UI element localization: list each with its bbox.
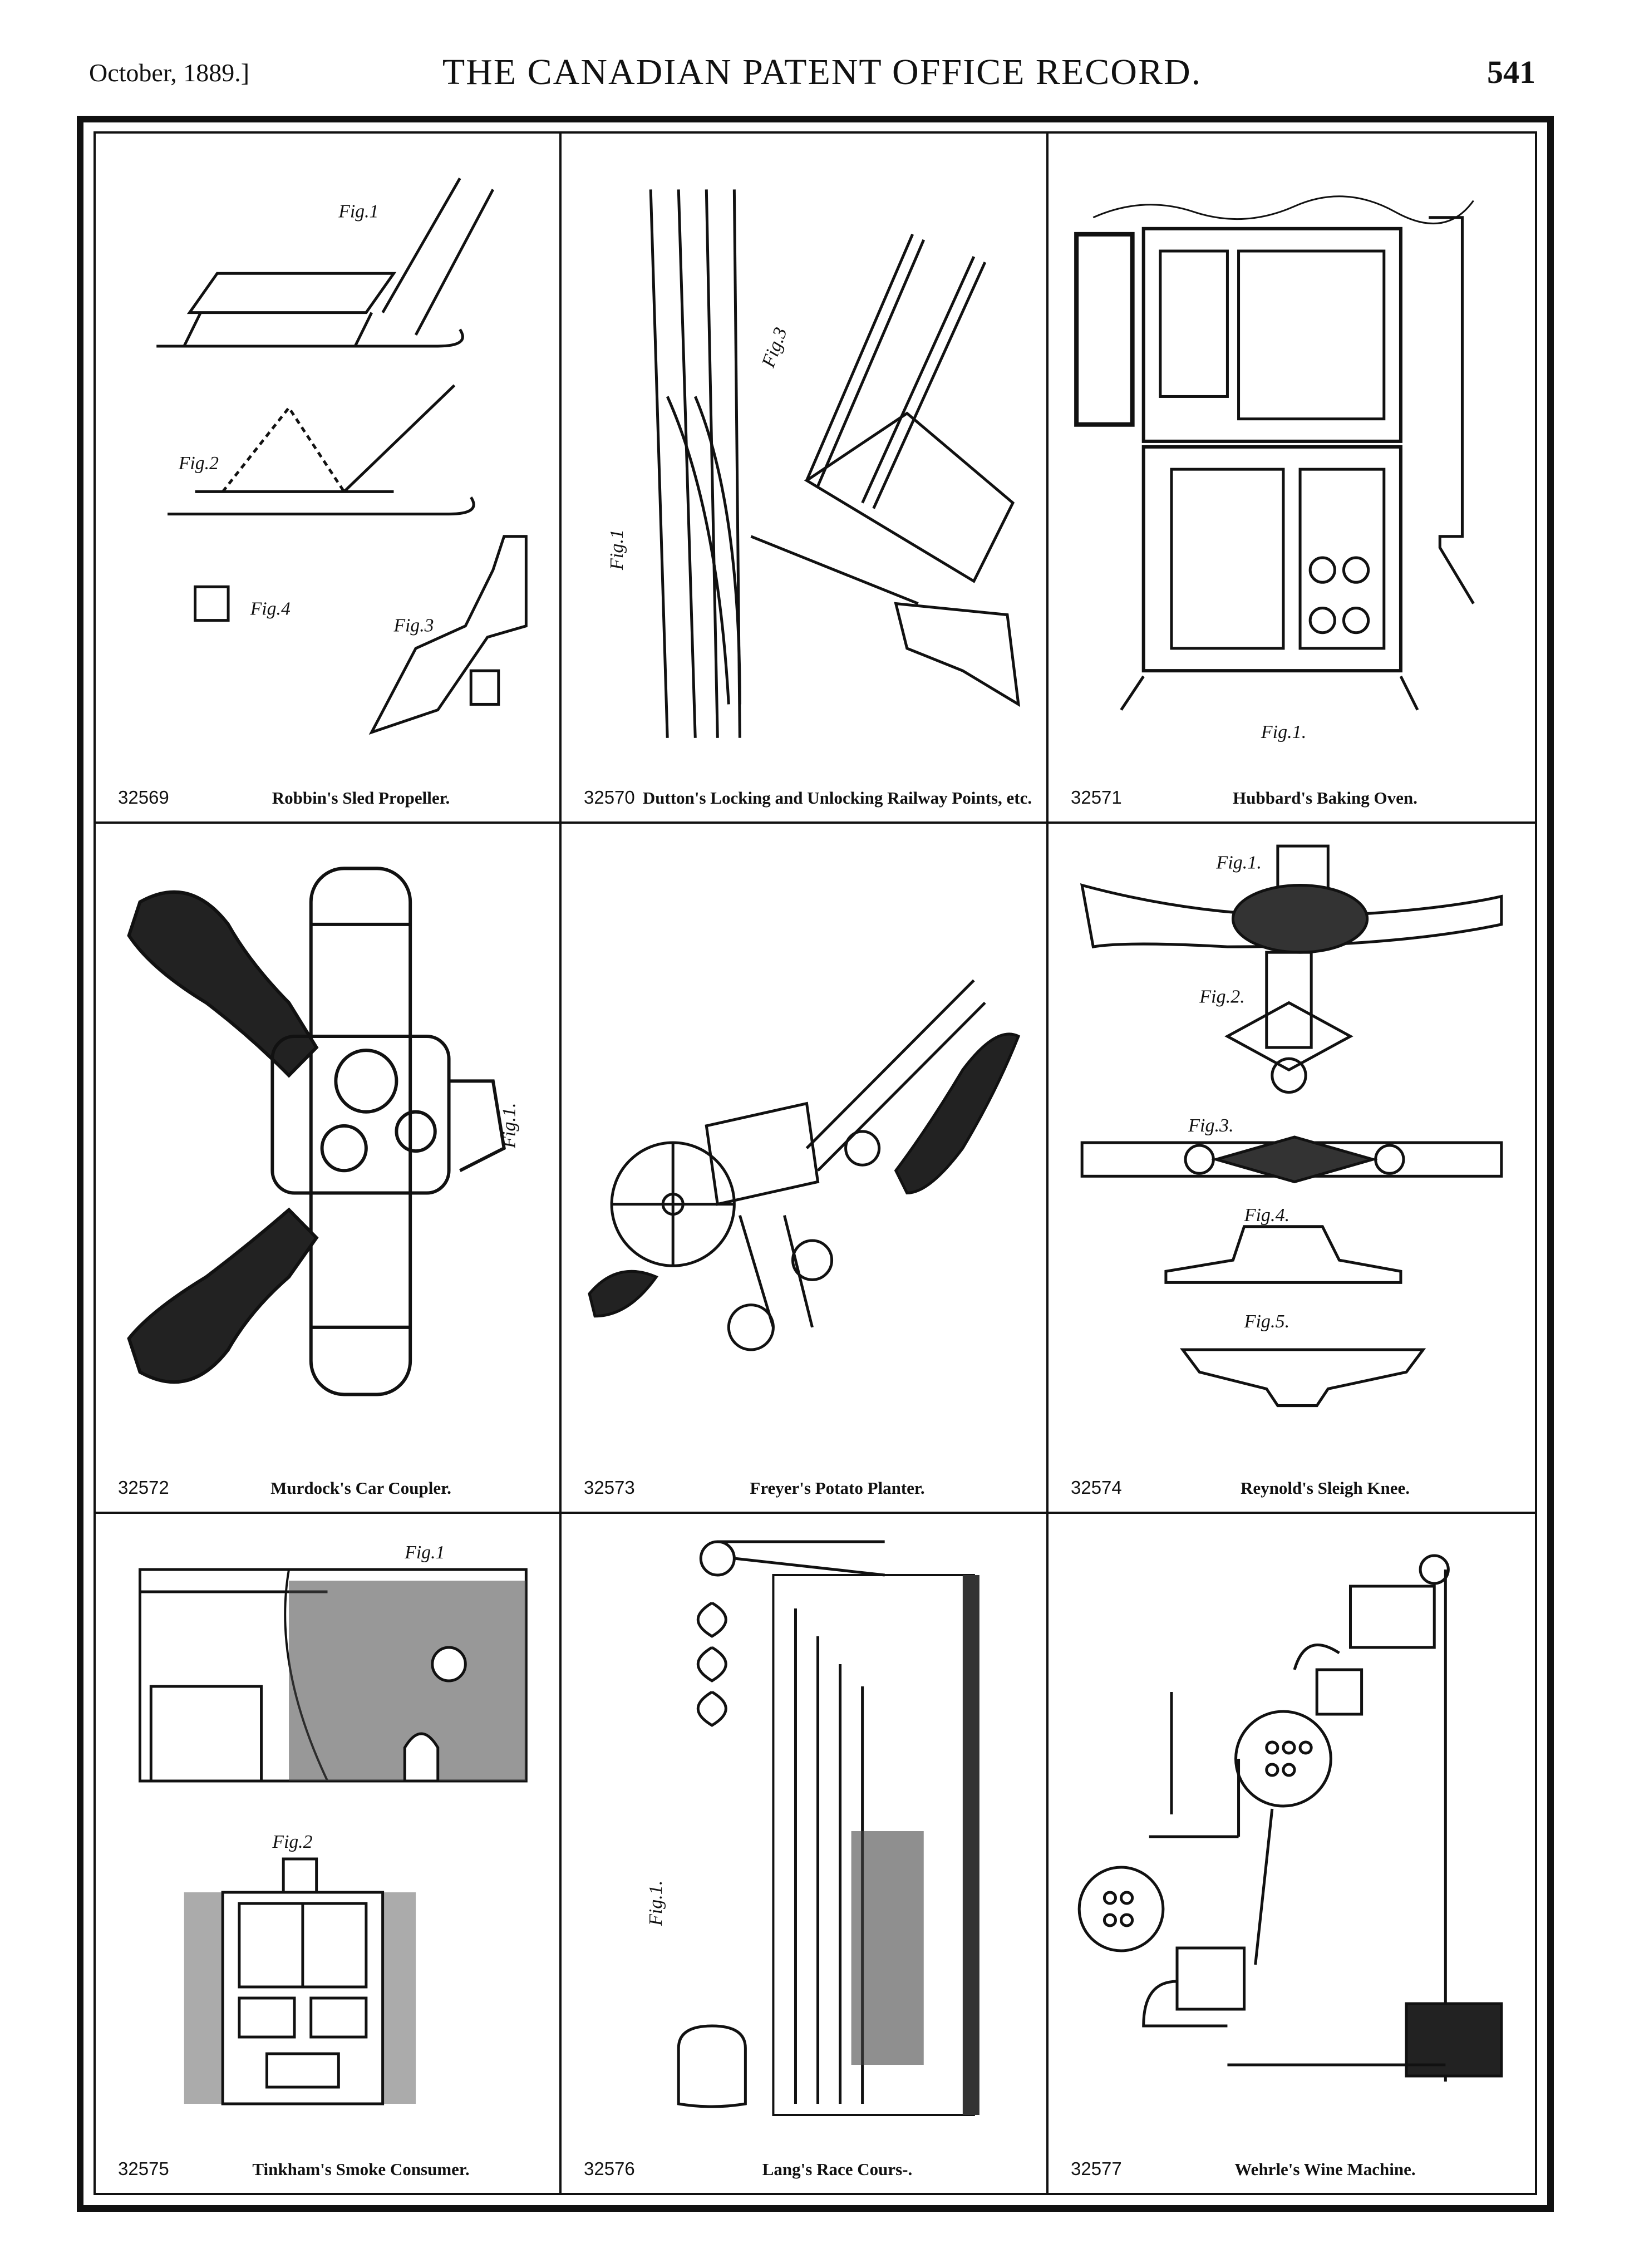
figure-label: Fig.4	[250, 598, 291, 619]
figure-label: Fig.1.	[1261, 722, 1307, 742]
figure-caption: 32574 Reynold's Sleigh Knee.	[1049, 1463, 1535, 1502]
patent-number: 32575	[118, 2158, 169, 2179]
patent-number: 32576	[584, 2158, 635, 2179]
figure-label: Fig.1	[404, 1542, 445, 1563]
patent-number: 32573	[584, 1477, 635, 1498]
page-frame-inner	[93, 131, 1537, 2195]
sleigh-knee-drawing: Fig.1. Fig.2. Fig.3. Fig.4. Fig.5.	[1060, 835, 1524, 1450]
figure-label: Fig.2	[272, 1832, 312, 1852]
patent-figure-cell: Fig.1. 32571 Hubbard's Baking Oven.	[1049, 134, 1535, 824]
patent-number: 32571	[1071, 787, 1122, 808]
patent-figure-cell: 32573 Freyer's Potato Planter.	[562, 824, 1049, 1514]
figure-label: Fig.1	[338, 201, 378, 222]
patent-title: Robbin's Sled Propeller.	[272, 788, 450, 808]
patent-title: Dutton's Locking and Unlocking Railway P…	[642, 788, 1032, 808]
wine-machine-drawing	[1060, 1525, 1524, 2132]
figure-caption: 32575 Tinkham's Smoke Consumer.	[96, 2144, 559, 2183]
patent-figure-cell: Fig.1. 32572 Murdock's Car Coupler.	[96, 824, 562, 1514]
page-frame-outer	[77, 116, 1554, 2212]
patent-figure-cell: Fig.1. 32576 Lang's Race Cours-.	[562, 1514, 1049, 2193]
patent-number: 32577	[1071, 2158, 1122, 2179]
potato-planter-drawing	[573, 835, 1035, 1450]
baking-oven-drawing: Fig.1.	[1060, 145, 1524, 760]
figure-caption: 32573 Freyer's Potato Planter.	[562, 1463, 1046, 1502]
figure-label: Fig.3.	[1188, 1115, 1234, 1136]
patent-figure-cell: Fig.1 Fig.3 32570 Dutton's Locking and U…	[562, 134, 1049, 824]
patent-number: 32572	[118, 1477, 169, 1498]
figure-caption: 32576 Lang's Race Cours-.	[562, 2144, 1046, 2183]
patent-number: 32574	[1071, 1477, 1122, 1498]
figure-caption: 32571 Hubbard's Baking Oven.	[1049, 773, 1535, 811]
figure-caption: 32570 Dutton's Locking and Unlocking Rai…	[562, 773, 1046, 811]
patent-figure-grid: Fig.1 Fig.2 Fig.4 Fig.3 32569 Robbin's S…	[96, 134, 1535, 2193]
figure-label: Fig.2.	[1199, 987, 1245, 1007]
page-number: 541	[1487, 54, 1535, 90]
figure-caption: 32569 Robbin's Sled Propeller.	[96, 773, 559, 811]
figure-label: Fig.3	[758, 325, 791, 371]
figure-label: Fig.4.	[1244, 1205, 1290, 1226]
car-coupler-drawing: Fig.1.	[107, 835, 548, 1450]
patent-number: 32570	[584, 787, 635, 808]
patent-title: Murdock's Car Coupler.	[270, 1478, 451, 1498]
patent-title: Hubbard's Baking Oven.	[1233, 788, 1417, 808]
smoke-consumer-drawing: Fig.1 Fig.2	[107, 1525, 548, 2132]
sled-propeller-drawing: Fig.1 Fig.2 Fig.4 Fig.3	[107, 145, 548, 760]
page-header: October, 1889.] THE CANADIAN PATENT OFFI…	[0, 0, 1644, 117]
railway-points-drawing: Fig.1 Fig.3	[573, 145, 1035, 760]
figure-label: Fig.2	[178, 453, 219, 474]
figure-caption: 32572 Murdock's Car Coupler.	[96, 1463, 559, 1502]
figure-label: Fig.5.	[1244, 1311, 1290, 1332]
patent-figure-cell: 32577 Wehrle's Wine Machine.	[1049, 1514, 1535, 2193]
patent-figure-cell: Fig.1 Fig.2 Fig.4 Fig.3 32569 Robbin's S…	[96, 134, 562, 824]
patent-title: Tinkham's Smoke Consumer.	[252, 2159, 470, 2179]
figure-label: Fig.1.	[1215, 852, 1262, 873]
patent-figure-cell: Fig.1. Fig.2. Fig.3. Fig.4. Fig.5. 32574	[1049, 824, 1535, 1514]
publication-title: THE CANADIAN PATENT OFFICE RECORD.	[442, 52, 1202, 92]
figure-caption: 32577 Wehrle's Wine Machine.	[1049, 2144, 1535, 2183]
patent-title: Lang's Race Cours-.	[762, 2159, 913, 2179]
figure-label: Fig.1.	[646, 1881, 666, 1926]
figure-label: Fig.1.	[499, 1103, 520, 1149]
race-course-drawing: Fig.1.	[573, 1525, 1035, 2132]
figure-label: Fig.3	[393, 616, 434, 636]
patent-title: Wehrle's Wine Machine.	[1234, 2159, 1416, 2179]
patent-figure-cell: Fig.1 Fig.2 32575 Tinkham's Smoke Con	[96, 1514, 562, 2193]
patent-title: Reynold's Sleigh Knee.	[1240, 1478, 1410, 1498]
figure-label: Fig.1	[607, 529, 627, 570]
patent-number: 32569	[118, 787, 169, 808]
issue-date: October, 1889.]	[89, 58, 250, 87]
patent-title: Freyer's Potato Planter.	[750, 1478, 925, 1498]
